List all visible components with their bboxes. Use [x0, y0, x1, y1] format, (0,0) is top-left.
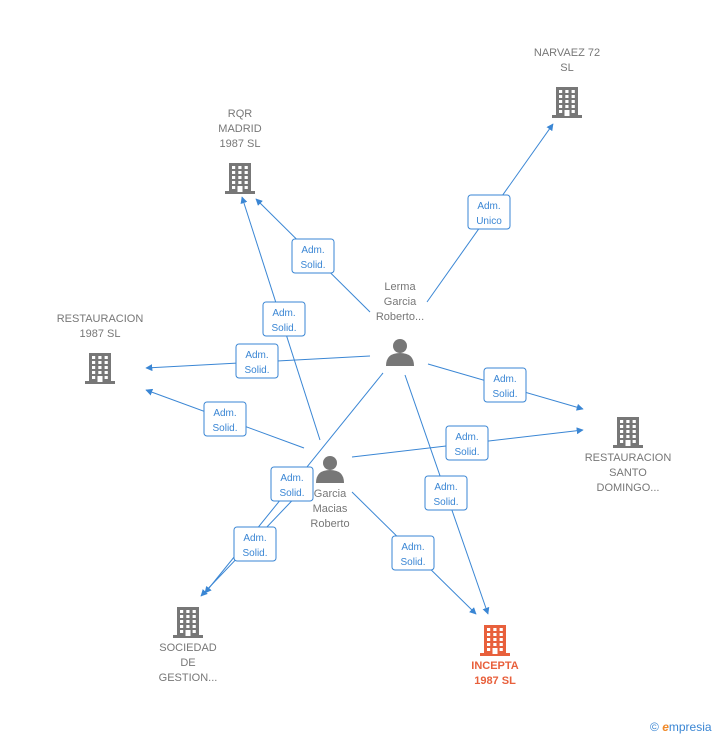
edge-label-garcia-to-incepta[interactable]: Adm. Solid.: [391, 535, 435, 571]
node-restauracion1987[interactable]: RESTAURACION 1987 SL: [57, 313, 144, 384]
building-icon: [480, 625, 510, 656]
edge-label-garcia-to-sociedad[interactable]: Adm. Solid.: [233, 526, 277, 562]
edge-label-line: Adm.: [243, 533, 266, 544]
node-label-line: Roberto...: [376, 311, 424, 323]
node-label-line: NARVAEZ 72: [534, 47, 600, 59]
edge-label-line: Adm.: [477, 201, 500, 212]
edge-label-box: [270, 466, 314, 502]
edge-label-line: Solid.: [300, 260, 325, 271]
node-label-line: 1987 SL: [220, 138, 261, 150]
node-label-line: INCEPTA: [471, 660, 519, 672]
edge-label-line: Adm.: [301, 245, 324, 256]
building-icon: [552, 87, 582, 118]
edge-label-garcia-to-restauracion1987[interactable]: Adm. Solid.: [203, 401, 247, 437]
edge-label-box: [203, 401, 247, 437]
node-narvaez[interactable]: NARVAEZ 72 SL: [534, 47, 600, 118]
edge-label-line: Solid.: [244, 365, 269, 376]
copyright-symbol: ©: [650, 720, 659, 734]
credit: © empresia: [650, 720, 712, 734]
node-sociedad[interactable]: SOCIEDAD DE GESTION...: [159, 607, 218, 684]
edge-label-line: Adm.: [493, 374, 516, 385]
edge-label-line: Solid.: [454, 447, 479, 458]
edge-label-box: [445, 425, 489, 461]
edge-label-box: [262, 301, 306, 337]
node-lerma[interactable]: LermaGarciaRoberto...: [376, 281, 424, 366]
node-label-line: DE: [180, 657, 195, 669]
edge-label-lerma-to-rqr[interactable]: Adm. Solid.: [291, 238, 335, 274]
building-icon: [613, 417, 643, 448]
edge-label-line: Solid.: [242, 548, 267, 559]
node-label-line: SANTO: [609, 467, 647, 479]
node-rqr[interactable]: RQR MADRID 1987 SL: [218, 108, 262, 194]
edge-label-box: [483, 367, 527, 403]
edge-label-lerma-to-santo[interactable]: Adm. Solid.: [483, 367, 527, 403]
edge-label-line: Solid.: [400, 557, 425, 568]
brand-name: mpresia: [668, 720, 712, 734]
node-label-line: SL: [560, 62, 573, 74]
person-icon: [386, 339, 414, 366]
edge-label-box: [233, 526, 277, 562]
edge-label-line: Adm.: [272, 308, 295, 319]
node-label-line: Lerma: [384, 281, 416, 293]
node-label-line: Garcia: [384, 296, 417, 308]
building-icon: [225, 163, 255, 194]
node-label-line: 1987 SL: [474, 675, 516, 687]
edge-label-line: Adm.: [434, 482, 457, 493]
node-label-line: RESTAURACION: [585, 452, 672, 464]
edge-label-box: [235, 343, 279, 379]
edge-label-line: Solid.: [279, 488, 304, 499]
edge-label-box: [391, 535, 435, 571]
node-label-line: Macias: [313, 503, 348, 515]
edge-label-line: Adm.: [455, 432, 478, 443]
edge-labels-layer: Adm.UnicoAdm.Solid.Adm.Solid.Adm.Solid.A…: [203, 194, 527, 571]
edge-label-garcia-to-santo[interactable]: Adm. Solid.: [445, 425, 489, 461]
node-label-line: MADRID: [218, 123, 261, 135]
edge-label-box: [467, 194, 511, 230]
node-santo[interactable]: RESTAURACION SANTO DOMINGO...: [585, 417, 672, 494]
node-label-line: DOMINGO...: [597, 482, 660, 494]
node-label-line: RESTAURACION: [57, 313, 144, 325]
edge-label-line: Solid.: [433, 497, 458, 508]
edge-label-line: Solid.: [271, 323, 296, 334]
brand-initial: e: [662, 720, 669, 734]
edge-label-lerma-to-narvaez[interactable]: Adm. Unico: [467, 194, 511, 230]
edge-label-line: Adm.: [280, 473, 303, 484]
building-icon: [85, 353, 115, 384]
edge-label-line: Unico: [476, 216, 502, 227]
edge-label-lerma-to-restauracion1987[interactable]: Adm. Solid.: [235, 343, 279, 379]
edge-label-line: Adm.: [245, 350, 268, 361]
node-label-line: RQR: [228, 108, 253, 120]
node-label-line: Garcia: [314, 488, 347, 500]
building-icon: [173, 607, 203, 638]
edge-label-box: [291, 238, 335, 274]
edge-label-line: Solid.: [212, 423, 237, 434]
node-label-line: Roberto: [310, 518, 349, 530]
person-icon: [316, 456, 344, 483]
edge-label-lerma-to-incepta[interactable]: Adm. Solid.: [424, 475, 468, 511]
edge-label-lerma-to-sociedad[interactable]: Adm. Solid.: [270, 466, 314, 502]
edge-label-line: Adm.: [401, 542, 424, 553]
edge-label-garcia-to-rqr[interactable]: Adm. Solid.: [262, 301, 306, 337]
node-label-line: SOCIEDAD: [159, 642, 217, 654]
node-incepta[interactable]: INCEPTA 1987 SL: [471, 625, 519, 687]
node-label-line: 1987 SL: [80, 328, 121, 340]
node-label-line: GESTION...: [159, 672, 218, 684]
edge-label-box: [424, 475, 468, 511]
edge-label-line: Adm.: [213, 408, 236, 419]
edge-label-line: Solid.: [492, 389, 517, 400]
